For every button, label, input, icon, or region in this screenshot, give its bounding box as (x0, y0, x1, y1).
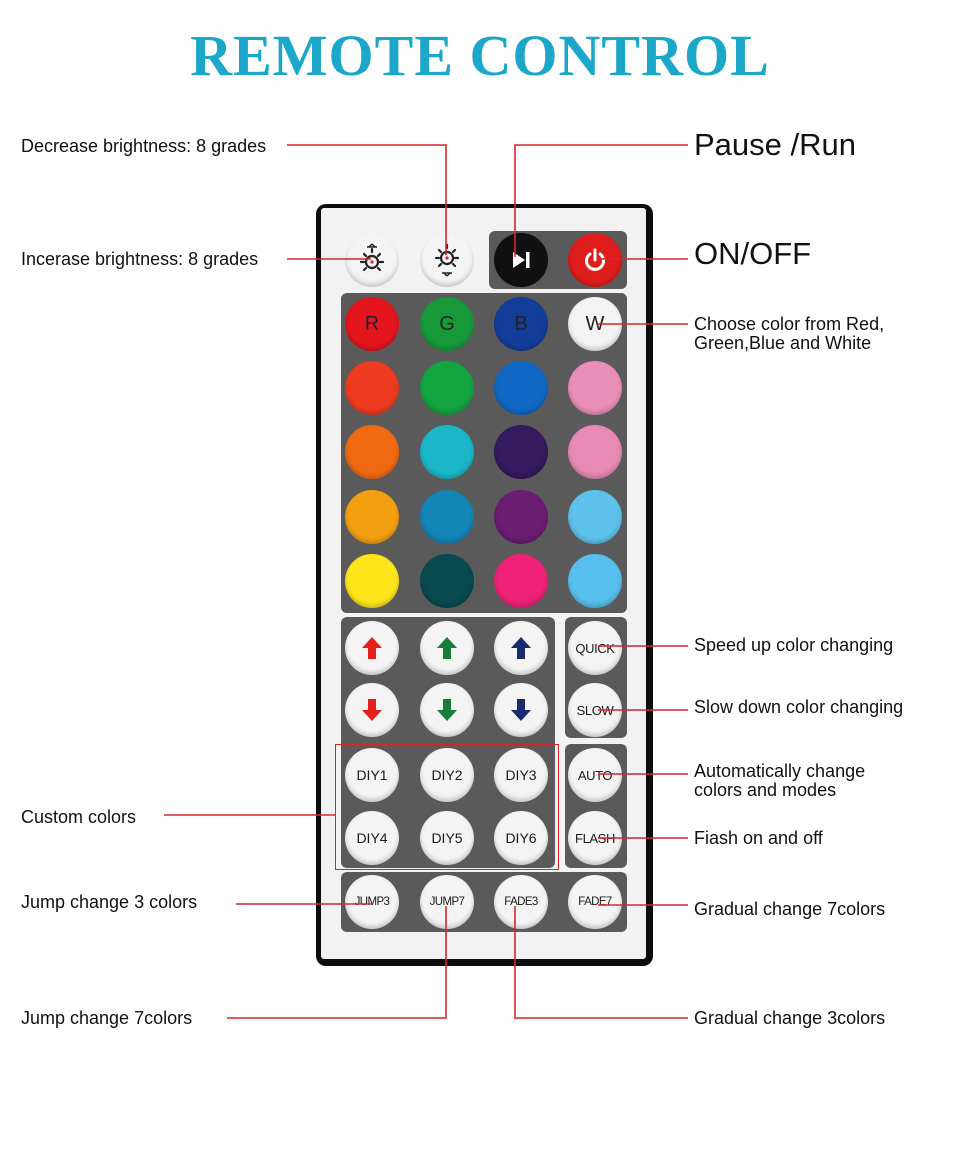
label-slow-down: Slow down color changing (694, 697, 904, 717)
green-down-button[interactable] (420, 683, 474, 737)
color-button[interactable] (568, 490, 622, 544)
red-up-button[interactable] (345, 621, 399, 675)
auto-button[interactable]: AUTO (568, 748, 622, 802)
flash-button[interactable]: FLASH (568, 811, 622, 865)
color-button[interactable] (568, 554, 622, 608)
diy6-button[interactable]: DIY6 (494, 811, 548, 865)
diy4-button[interactable]: DIY4 (345, 811, 399, 865)
color-button[interactable] (345, 554, 399, 608)
color-button[interactable] (494, 425, 548, 479)
quick-button[interactable]: QUICK (568, 621, 622, 675)
diy4-label: DIY4 (356, 830, 388, 846)
color-button[interactable] (420, 425, 474, 479)
diy6-label: DIY6 (505, 830, 537, 846)
label-custom-colors: Custom colors (21, 807, 137, 827)
jump7-label: JUMP7 (429, 896, 465, 908)
color-button[interactable] (494, 554, 548, 608)
diy5-label: DIY5 (431, 830, 463, 846)
label-decrease-brightness: Decrease brightness: 8 grades (21, 136, 267, 156)
color-button[interactable] (420, 490, 474, 544)
diy3-button[interactable]: DIY3 (494, 748, 548, 802)
color-button[interactable] (568, 425, 622, 479)
blue-button[interactable]: B (494, 297, 548, 351)
white-button-label: W (585, 312, 605, 335)
fade7-label: FADE7 (578, 896, 612, 908)
jump3-label: JUMP3 (354, 896, 390, 908)
diy2-button[interactable]: DIY2 (420, 748, 474, 802)
label-fade7: Gradual change 7colors (694, 899, 886, 919)
arrow-down-icon (437, 699, 457, 721)
auto-button-label: AUTO (577, 767, 613, 783)
green-up-button[interactable] (420, 621, 474, 675)
slow-button[interactable]: SLOW (568, 683, 622, 737)
power-icon (585, 248, 605, 271)
fade3-label: FADE3 (504, 896, 538, 908)
arrow-up-icon (362, 637, 382, 659)
label-pause-run: Pause /Run (694, 127, 856, 162)
label-increase-brightness: Incerase brightness: 8 grades (21, 249, 259, 269)
diy3-label: DIY3 (505, 767, 537, 783)
diy1-label: DIY1 (356, 767, 388, 783)
fade3-button[interactable]: FADE3 (494, 875, 548, 929)
color-button[interactable] (494, 490, 548, 544)
red-down-button[interactable] (345, 683, 399, 737)
green-button[interactable]: G (420, 297, 474, 351)
white-button[interactable]: W (568, 297, 622, 351)
color-button[interactable] (420, 554, 474, 608)
label-jump3: Jump change 3 colors (21, 892, 198, 912)
play-pause-button[interactable] (494, 233, 548, 287)
page-title: REMOTE CONTROL (190, 23, 770, 88)
label-on-off: ON/OFF (694, 236, 812, 271)
jump7-button[interactable]: JUMP7 (420, 875, 474, 929)
brightness-down-icon (359, 243, 385, 272)
color-button[interactable] (568, 361, 622, 415)
jump3-button[interactable]: JUMP3 (345, 875, 399, 929)
diy2-label: DIY2 (431, 767, 463, 783)
label-auto: Automatically change colors and modes (694, 761, 866, 800)
red-button-label: R (364, 312, 380, 335)
diy5-button[interactable]: DIY5 (420, 811, 474, 865)
blue-down-button[interactable] (494, 683, 548, 737)
arrow-down-icon (362, 699, 382, 721)
brightness-down-button[interactable] (345, 233, 399, 287)
arrow-down-icon (511, 699, 531, 721)
diy1-button[interactable]: DIY1 (345, 748, 399, 802)
label-choose-color: Choose color from Red, Green,Blue and Wh… (694, 314, 885, 353)
arrow-up-icon (511, 637, 531, 659)
label-fade3: Gradual change 3colors (694, 1008, 886, 1028)
color-button[interactable] (345, 490, 399, 544)
power-button[interactable] (568, 233, 622, 287)
brightness-up-button[interactable] (420, 233, 474, 287)
color-button[interactable] (494, 361, 548, 415)
fade7-button[interactable]: FADE7 (568, 875, 622, 929)
label-speed-up: Speed up color changing (694, 635, 894, 655)
color-button[interactable] (345, 361, 399, 415)
label-flash: Fiash on and off (694, 828, 823, 848)
arrow-up-icon (437, 637, 457, 659)
play-pause-icon (513, 252, 530, 268)
green-button-label: G (439, 312, 455, 335)
slow-button-label: SLOW (576, 702, 614, 718)
quick-button-label: QUICK (575, 640, 615, 656)
custom-colors-highlight (335, 744, 559, 870)
label-jump7: Jump change 7colors (21, 1008, 193, 1028)
red-button[interactable]: R (345, 297, 399, 351)
blue-up-button[interactable] (494, 621, 548, 675)
brightness-up-icon (434, 243, 460, 277)
color-button[interactable] (420, 361, 474, 415)
flash-button-label: FLASH (575, 830, 615, 846)
blue-button-label: B (514, 312, 528, 335)
color-button[interactable] (345, 425, 399, 479)
